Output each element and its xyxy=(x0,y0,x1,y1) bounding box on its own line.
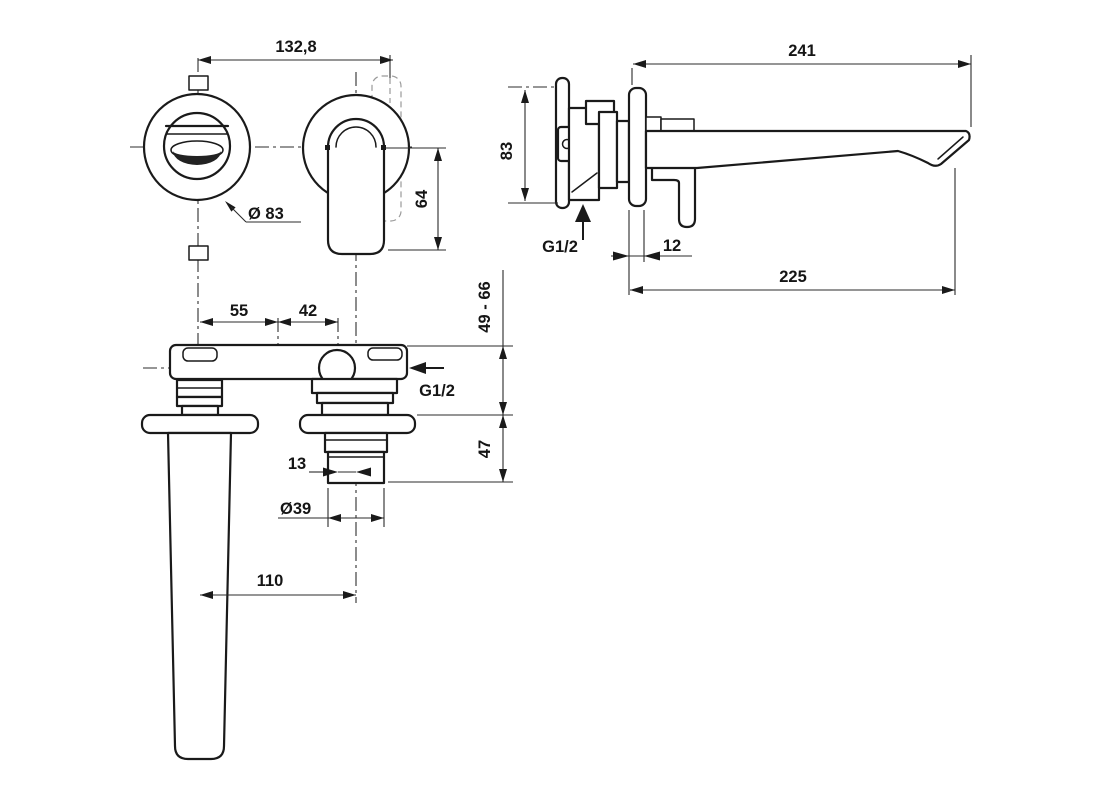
dimension-plate-thickness: 12 xyxy=(611,210,692,295)
escutcheon-tab-bottom xyxy=(188,245,209,261)
spout-root-block-b xyxy=(660,118,695,132)
dimension-label-spout-projection: 225 xyxy=(779,268,807,286)
thread-label-side: G1/2 xyxy=(542,238,578,256)
front-view-trim: 132,8 Ø 83 64 xyxy=(142,38,446,261)
valve-body-chamfer xyxy=(571,172,598,193)
dimension-outlet-diameter: Ø39 xyxy=(278,488,385,527)
dimension-total-length: 241 xyxy=(631,42,972,127)
dimension-label-cartridge-offset: 42 xyxy=(299,302,317,320)
outside-arrow-right xyxy=(644,251,660,261)
lever-handle-front xyxy=(326,117,386,256)
spout-escutcheon-plan xyxy=(140,413,260,435)
dimension-mounting-depth: 49 - 66 47 xyxy=(388,270,513,483)
side-view-spout: 241 83 G1/2 12 225 xyxy=(498,42,972,295)
dimension-center-spacing: 132,8 xyxy=(198,38,393,103)
dimension-label-total-length: 241 xyxy=(788,42,816,60)
lever-handle-side xyxy=(650,165,697,229)
spout-root-block-a xyxy=(645,116,662,132)
spout-face-circle xyxy=(162,111,232,181)
spout-side xyxy=(644,129,971,170)
outside-arrow-left xyxy=(323,467,338,477)
thread-callout-plan: G1/2 xyxy=(409,362,455,400)
spout-neck xyxy=(180,404,220,417)
dimension-label-depth-range: 49 - 66 xyxy=(476,281,494,332)
bar-slot-left xyxy=(182,347,218,362)
spout-ring-2 xyxy=(175,395,224,408)
dimension-label-outlet-diameter: Ø39 xyxy=(280,500,311,518)
dimension-spout-projection: 225 xyxy=(630,168,956,295)
spout-escutcheon-circle xyxy=(142,92,252,202)
valve-body-step-mid xyxy=(597,110,619,190)
dimension-label-spout-offset: 55 xyxy=(230,302,248,320)
wall-plate-side xyxy=(627,86,648,208)
dimension-axis-offset: 13 xyxy=(288,455,371,477)
leader-line xyxy=(230,206,247,223)
dimension-label-plate-thickness: 12 xyxy=(663,237,681,255)
valve-body-neck xyxy=(615,119,631,184)
lever-handle-inner-arc xyxy=(335,126,377,148)
dimension-cartridge-offset: 42 xyxy=(278,302,338,326)
spout-outlet-face-line xyxy=(937,136,964,160)
valve-ring-2 xyxy=(315,391,395,405)
dimension-spout-length: 110 xyxy=(200,572,356,599)
dimension-label-body-height: 83 xyxy=(498,142,516,160)
body-bar-plan xyxy=(168,343,409,381)
dimension-label-handle-drop: 64 xyxy=(413,189,431,208)
valve-ring-1 xyxy=(310,377,399,395)
lever-tangent-mark-left xyxy=(325,145,330,150)
dimension-label-center-spacing: 132,8 xyxy=(275,38,316,56)
dimension-label-spout-length: 110 xyxy=(257,572,284,590)
dimension-label-depth-below: 47 xyxy=(476,440,494,458)
outside-arrow-right xyxy=(356,467,371,477)
lever-tangent-mark-right xyxy=(381,145,386,150)
thread-arrow-up xyxy=(575,204,591,222)
thread-arrow-left xyxy=(409,362,426,374)
spout-tube xyxy=(166,431,233,761)
plan-view-body: 55 42 49 - 66 47 G1/2 xyxy=(140,270,513,761)
escutcheon-tab-top xyxy=(188,75,209,91)
bar-slot-right xyxy=(367,347,403,361)
dimension-label-diameter: Ø 83 xyxy=(248,205,284,223)
aerator-opening-dark xyxy=(173,151,221,165)
dimension-handle-drop: 64 xyxy=(386,147,446,251)
dimension-escutcheon-diameter: Ø 83 xyxy=(225,201,301,223)
dimension-label-axis-offset: 13 xyxy=(288,455,306,473)
valve-step-a xyxy=(323,431,389,454)
valve-neck xyxy=(320,401,390,417)
thread-label-plan: G1/2 xyxy=(419,382,455,400)
valve-escutcheon-plan xyxy=(298,413,417,435)
outside-arrow-left xyxy=(613,251,629,261)
thread-callout-side: G1/2 xyxy=(542,204,591,256)
dimension-body-height: 83 xyxy=(498,86,558,204)
dimension-spout-offset: 55 xyxy=(200,302,278,326)
